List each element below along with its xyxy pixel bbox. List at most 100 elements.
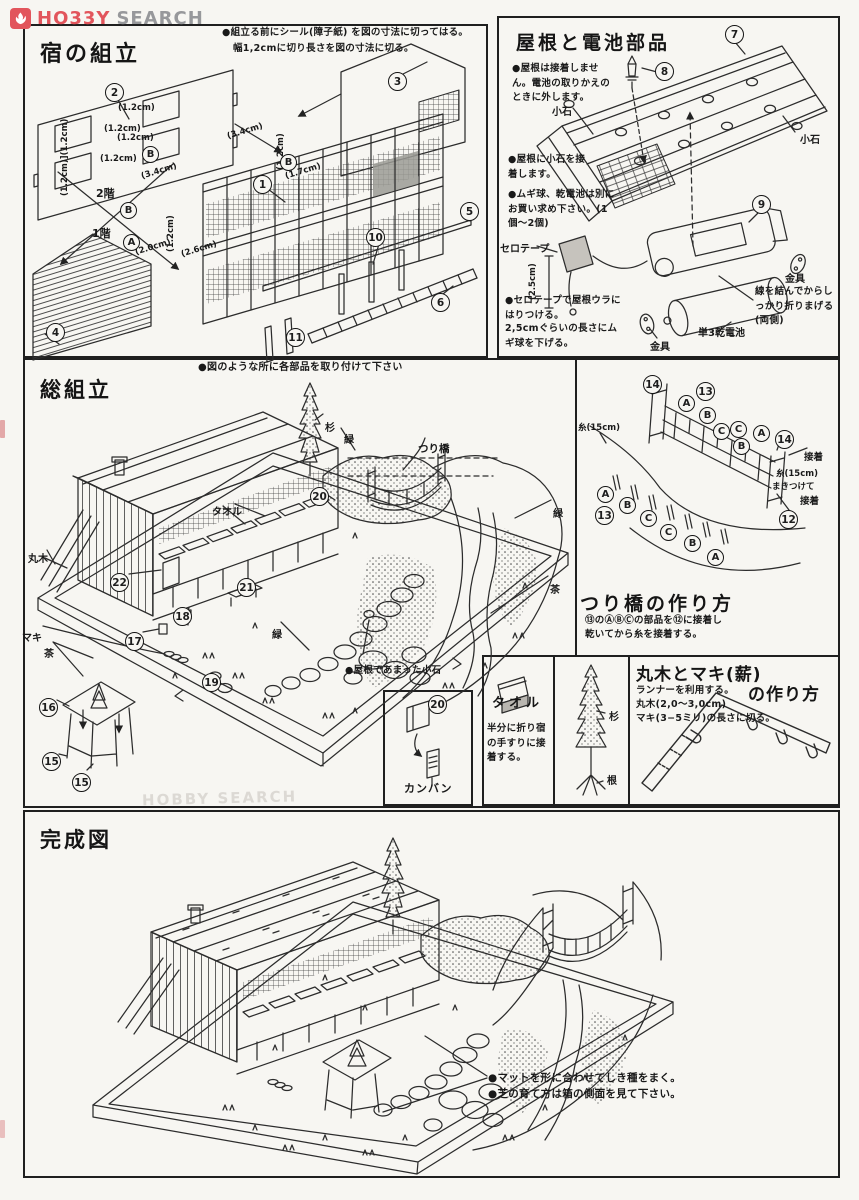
bridge-assembly-drawing <box>589 381 808 571</box>
leftover-pebble-note: ●屋根であまった小石 <box>345 665 442 676</box>
logo-brand-text: HO33Y <box>37 8 111 29</box>
battery-label: 単3乾電池 <box>698 328 745 339</box>
fitting-label: 金具 <box>785 274 805 285</box>
bridge-label: つり橋 <box>418 443 450 455</box>
part-marker-B: B <box>699 407 716 424</box>
assembly-panel-title: 総組立 <box>40 378 112 402</box>
green-label: 緑 <box>344 435 354 446</box>
firewood-label: マキ <box>22 633 42 644</box>
pebble-label: 小石 <box>552 107 572 118</box>
part-marker-21: 21 <box>237 578 256 597</box>
runner-sprue-drawing <box>641 692 831 792</box>
root-label: 根 <box>607 776 617 787</box>
roof-note-bulb: ●ムギ球、乾電池は別にお買い求め下さい。(1個〜2個) <box>508 189 615 230</box>
inn-exploded-drawing <box>32 43 478 363</box>
bridge-note-line2: 乾いてから糸を接着する。 <box>585 629 703 640</box>
roof-note-tape2: 2,5cmぐらいの長さにムギ球を下げる。 <box>505 323 618 349</box>
part-marker-A: A <box>707 549 724 566</box>
hobby-search-logo: HO33Y SEARCH <box>10 8 204 29</box>
maruki-note3: マキ(3−5ミリ)の長さに切る。 <box>636 713 776 724</box>
part-marker-8: 8 <box>655 62 674 81</box>
inn-assembly-panel <box>23 24 488 358</box>
part-marker-C: C <box>640 510 657 527</box>
maruki-box-title2: の作り方 <box>748 685 820 705</box>
dim-label: (1.2cm) <box>118 103 155 113</box>
green-label: 緑 <box>553 509 563 520</box>
floor1-label: 1階 <box>92 227 111 240</box>
bridge-note-line1: ⑬のⒶⒷⒸの部品を⑫に接着し <box>585 615 723 626</box>
part-marker-11: 11 <box>286 328 305 347</box>
inn-note-line2: 幅1,2cmに切り長さを図の寸法に切る。 <box>233 43 414 54</box>
inn-panel-title: 宿の組立 <box>40 42 141 67</box>
edge-watermark-fragment <box>0 1120 5 1138</box>
part-marker-C: C <box>713 423 730 440</box>
finished-view-panel <box>23 810 840 1178</box>
part-marker-20: 20 <box>428 695 447 714</box>
brown-label: 茶 <box>44 649 54 660</box>
cedar-label: 杉 <box>325 423 335 434</box>
maruki-note2: 丸木(2,0〜3,0cm) <box>636 699 727 710</box>
part-marker-15: 15 <box>72 773 91 792</box>
part-marker-4: 4 <box>46 323 65 342</box>
finished-note1: ●マットを形に合わせてしき種をまく。 <box>488 1072 682 1084</box>
finished-diorama-drawing <box>92 837 674 1175</box>
wrap-label: まきつけて <box>772 482 815 492</box>
dim-label: (1.2cm) <box>104 124 141 134</box>
part-marker-5: 5 <box>460 202 479 221</box>
roof-battery-drawing <box>536 41 828 339</box>
part-marker-C: C <box>660 524 677 541</box>
part-marker-14: 14 <box>643 375 662 394</box>
dim-label: (1.2cm)](1.2cm) <box>60 118 70 196</box>
part-marker-20: 20 <box>310 487 329 506</box>
glue-label: 接着 <box>804 452 824 463</box>
towel-box-title: タオル <box>492 696 544 711</box>
assembly-diorama-drawing <box>37 382 569 771</box>
cedar-tree-drawing <box>575 664 607 796</box>
maruki-box-title: 丸木とマキ(薪) <box>636 665 762 685</box>
roof-note-remove: ●屋根は接着しません。電池の取りかえのときに外します。 <box>512 63 611 104</box>
dim-label: (1.2cm) <box>100 154 137 164</box>
green-label: 緑 <box>272 630 282 641</box>
part-marker-B: B <box>733 438 750 455</box>
dim-label: (2.5cm) <box>528 263 538 300</box>
assembly-note: ●図のような所に各部品を取り付けて下さい <box>198 362 403 373</box>
sticker-marker-B: B <box>120 202 137 219</box>
finished-panel-title: 完成図 <box>40 828 112 852</box>
log-label: 丸木 <box>28 554 48 565</box>
part-marker-9: 9 <box>752 195 771 214</box>
thread-label: 糸(15cm) <box>578 423 620 433</box>
part-marker-15: 15 <box>42 752 61 771</box>
tape-label: セロテープ <box>500 244 550 255</box>
part-marker-17: 17 <box>125 632 144 651</box>
flame-icon <box>10 8 31 29</box>
part-marker-A: A <box>753 425 770 442</box>
thread-label: 糸(15cm) <box>776 469 818 479</box>
finished-note2: ●芝の育て方は箱の側面を見て下さい。 <box>488 1088 682 1100</box>
sticker-marker-B: B <box>280 154 297 171</box>
dim-label: (1.2cm) <box>117 133 154 143</box>
part-marker-A: A <box>597 486 614 503</box>
part-marker-6: 6 <box>431 293 450 312</box>
inn-note-line1: ●組立る前にシール(障子紙) を図の寸法に切ってはる。 <box>222 27 469 38</box>
roof-note-pebble: ●屋根に小石を接着します。 <box>508 154 586 180</box>
part-marker-C: C <box>730 421 747 438</box>
roof-battery-panel <box>497 16 840 358</box>
maruki-box <box>628 655 840 806</box>
part-marker-12: 12 <box>779 510 798 529</box>
part-marker-18: 18 <box>173 607 192 626</box>
edge-watermark-fragment <box>0 420 5 438</box>
pebble-label: 小石 <box>800 135 820 146</box>
part-marker-13: 13 <box>696 382 715 401</box>
floor2-label: 2階 <box>96 187 115 200</box>
roof-note-tape1: ●セロテープで屋根ウラにはりつける。 <box>505 295 621 321</box>
wire-note: 線を結んでからしっかり折りまげる(両側) <box>755 286 834 327</box>
part-marker-2: 2 <box>105 83 124 102</box>
part-marker-19: 19 <box>202 673 221 692</box>
part-marker-B: B <box>619 497 636 514</box>
sticker-marker-A: A <box>123 234 140 251</box>
brown-label: 茶 <box>550 585 560 596</box>
logo-brand-suffix: SEARCH <box>116 8 204 29</box>
part-marker-3: 3 <box>388 72 407 91</box>
roof-panel-title: 屋根と電池部品 <box>516 32 671 54</box>
